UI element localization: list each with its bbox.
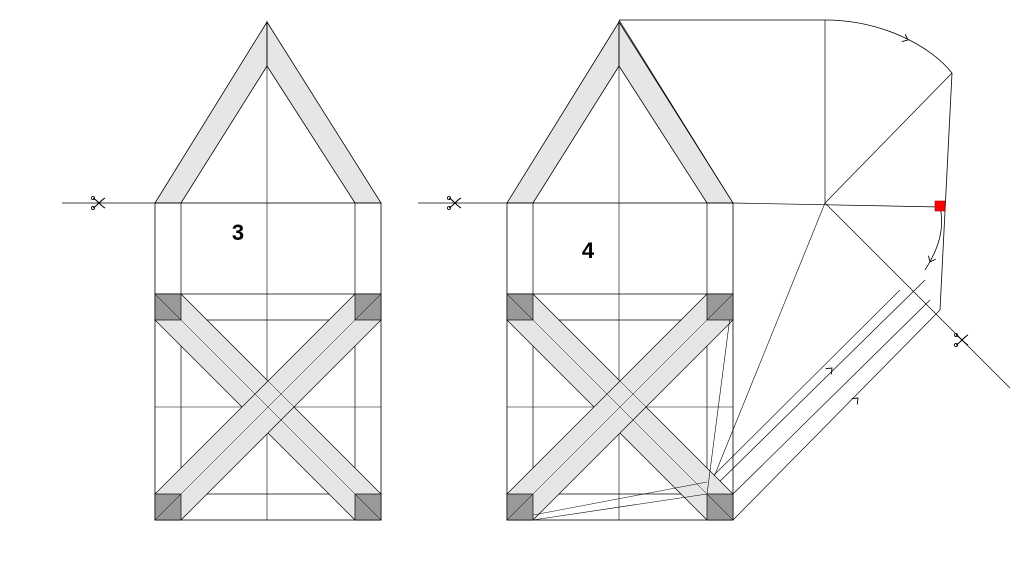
figure-label: 3 bbox=[232, 220, 244, 245]
roof-strip-left bbox=[506, 20, 620, 204]
arrow-icon bbox=[901, 33, 911, 45]
roof-strip-right bbox=[618, 20, 734, 204]
scissors-icon bbox=[953, 332, 969, 348]
fold-arc-top bbox=[824, 19, 953, 74]
roof-strip-left bbox=[154, 20, 268, 204]
red-square-marker bbox=[934, 200, 946, 212]
arrow-icon bbox=[851, 394, 862, 405]
body-outline bbox=[506, 202, 734, 521]
roof-strip-right bbox=[266, 20, 382, 204]
figure-label: 4 bbox=[582, 238, 595, 263]
figure-3: 3 bbox=[62, 20, 382, 521]
fold-arc-side bbox=[924, 206, 943, 271]
body-outline bbox=[154, 202, 382, 521]
figure-4: 4 bbox=[418, 19, 1011, 521]
